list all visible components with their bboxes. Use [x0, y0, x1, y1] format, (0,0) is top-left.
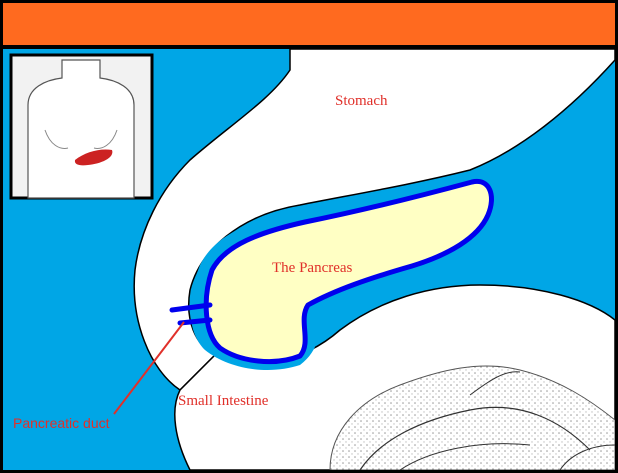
pancreas-diagram: Stomach The Pancreas Small Intestine Pan…	[0, 0, 618, 473]
outer-frame	[0, 0, 618, 473]
